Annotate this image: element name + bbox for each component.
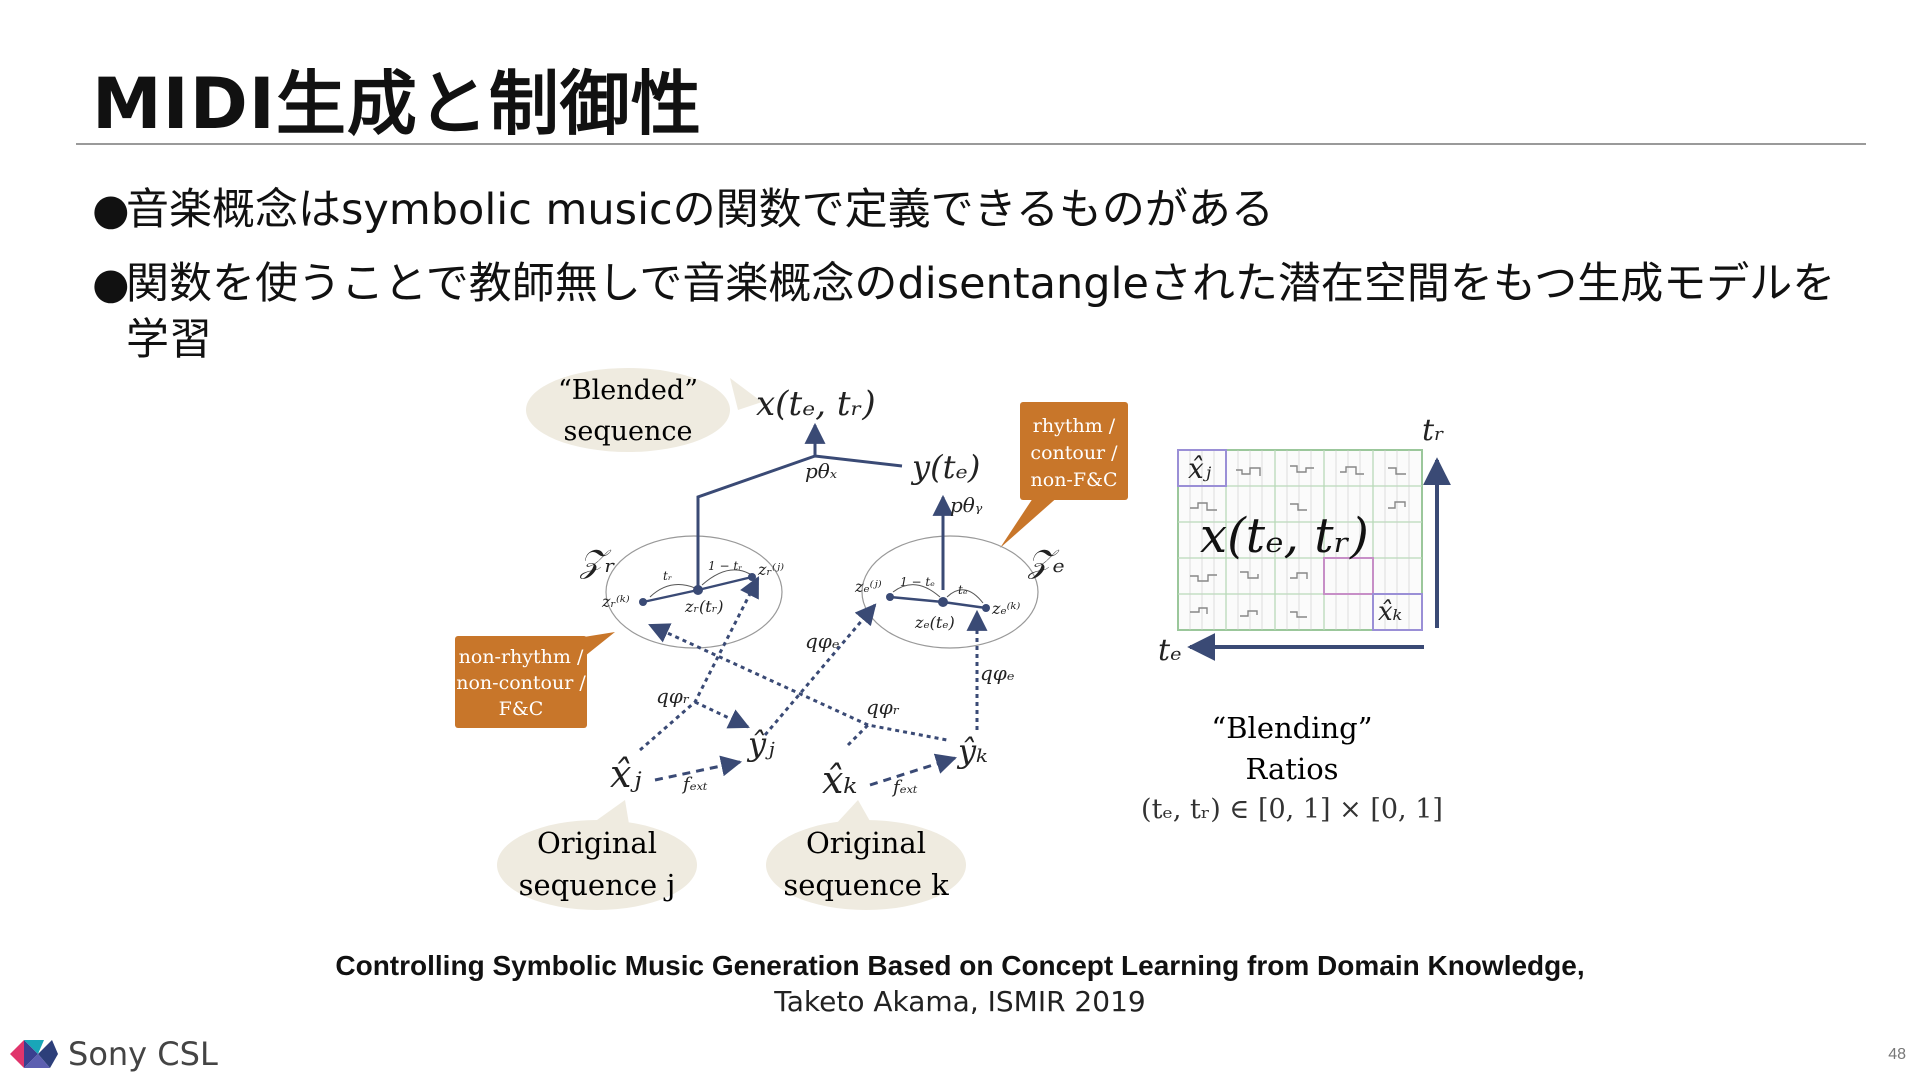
grid-tr-label: tᵣ bbox=[1422, 413, 1444, 448]
blending-line: Ratios bbox=[1245, 752, 1338, 786]
label-line: rhythm / bbox=[1033, 415, 1116, 437]
encoder-arrow bbox=[763, 603, 877, 736]
slide-title: MIDI生成と制御性 bbox=[92, 63, 702, 145]
math-ze-te: zₑ(tₑ) bbox=[914, 613, 955, 632]
latent-point bbox=[748, 573, 756, 581]
fext-arrow bbox=[654, 755, 743, 782]
label-line: non-contour / bbox=[456, 672, 586, 694]
math-q-phi-r: qφᵣ bbox=[656, 684, 690, 708]
fext-arrow bbox=[869, 753, 958, 787]
label-line: non-rhythm / bbox=[459, 646, 584, 668]
math-y-hat-k: ŷₖ bbox=[956, 732, 988, 770]
bubble-line: Original bbox=[537, 826, 657, 860]
math-te-small: tₑ bbox=[958, 583, 968, 597]
arc bbox=[892, 584, 941, 598]
latent-point bbox=[938, 597, 948, 607]
math-ze-j: zₑ⁽ʲ⁾ bbox=[854, 577, 882, 596]
bullet-list: ● 音楽概念はsymbolic musicの関数で定義できるものがある ● 関数… bbox=[92, 182, 1852, 386]
bubble-line: sequence bbox=[564, 416, 693, 447]
bullet-item: ● 音楽概念はsymbolic musicの関数で定義できるものがある bbox=[92, 182, 1852, 238]
arc bbox=[649, 584, 696, 598]
bubble-blended-sequence: “Blended” sequence bbox=[526, 368, 762, 452]
grid-x-label: x(tₑ, tᵣ) bbox=[1200, 508, 1369, 564]
bubble-line: sequence j bbox=[519, 868, 676, 902]
label-non-rhythm: non-rhythm / non-contour / F&C bbox=[455, 632, 615, 728]
logo-text: Sony CSL bbox=[68, 1035, 218, 1073]
arc bbox=[946, 589, 984, 604]
citation-author: Taketo Akama, ISMIR 2019 bbox=[774, 985, 1146, 1018]
latent-point bbox=[982, 604, 990, 612]
math-ze-k: zₑ⁽ᵏ⁾ bbox=[991, 599, 1020, 618]
blending-line: (tₑ, tᵣ) ∈ [0, 1] × [0, 1] bbox=[1141, 794, 1443, 825]
label-line: non-F&C bbox=[1031, 469, 1118, 491]
grid-x-hat-k: x̂ₖ bbox=[1378, 597, 1402, 627]
grid-x-hat-j: x̂ⱼ bbox=[1188, 452, 1212, 485]
math-one-minus-te: 1 − tₑ bbox=[900, 575, 935, 589]
bubble-original-k: Original sequence k bbox=[766, 800, 966, 910]
arc bbox=[701, 569, 751, 586]
latent-space-zr bbox=[605, 535, 783, 649]
math-tr-small: tᵣ bbox=[663, 569, 672, 583]
encoder-arrow bbox=[694, 700, 750, 729]
math-q-phi-e: qφₑ bbox=[805, 629, 840, 653]
label-line: F&C bbox=[499, 698, 544, 720]
sony-csl-mark-icon bbox=[10, 1040, 58, 1068]
page-number: 48 bbox=[1888, 1046, 1906, 1063]
math-x-hat-k: x̂ₖ bbox=[822, 758, 857, 802]
grid-te-label: tₑ bbox=[1158, 633, 1182, 668]
math-x: x(tₑ, tᵣ) bbox=[756, 384, 876, 424]
math-y-hat-j: ŷⱼ bbox=[746, 725, 775, 763]
bullet-text: 関数を使うことで教師無しで音楽概念のdisentangleされた潜在空間をもつ生… bbox=[126, 259, 1836, 365]
ze-interp-line bbox=[889, 595, 987, 610]
math-x-hat-j: x̂ⱼ bbox=[610, 752, 641, 796]
bubble-line: sequence k bbox=[783, 868, 949, 902]
math-one-minus-tr: 1 − tᵣ bbox=[708, 559, 742, 573]
math-p-theta-y: pθᵧ bbox=[950, 493, 983, 517]
math-q-phi-r: qφᵣ bbox=[866, 695, 900, 719]
bullet-dot: ● bbox=[92, 259, 130, 309]
math-zr-space: 𝒵ᵣ bbox=[579, 542, 615, 580]
label-rhythm-contour: rhythm / contour / non-F&C bbox=[1000, 402, 1128, 548]
math-q-phi-e: qφₑ bbox=[980, 661, 1015, 685]
label-line: contour / bbox=[1030, 442, 1118, 464]
bubble-line: Original bbox=[806, 826, 926, 860]
math-y: y(tₑ) bbox=[910, 448, 980, 486]
latent-point bbox=[693, 585, 703, 595]
latent-point bbox=[639, 598, 647, 606]
bullet-text: 音楽概念はsymbolic musicの関数で定義できるものがある bbox=[126, 185, 1274, 235]
math-zr-j: zᵣ⁽ʲ⁾ bbox=[757, 560, 784, 579]
latent-space-ze bbox=[861, 535, 1039, 649]
math-zr-tr: zᵣ(tᵣ) bbox=[684, 597, 723, 616]
title-divider bbox=[76, 143, 1866, 145]
math-f-ext: fₑₓₜ bbox=[891, 777, 918, 798]
math-ze-space: 𝒵ₑ bbox=[1027, 542, 1065, 580]
blending-grid bbox=[1177, 449, 1423, 631]
bubble-line: “Blended” bbox=[558, 375, 698, 406]
math-zr-k: zᵣ⁽ᵏ⁾ bbox=[601, 592, 630, 611]
bullet-item: ● 関数を使うことで教師無しで音楽概念のdisentangleされた潜在空間をも… bbox=[92, 256, 1852, 368]
math-p-theta-x: pθₓ bbox=[805, 459, 837, 483]
blending-line: “Blending” bbox=[1211, 711, 1372, 745]
bubble-original-j: Original sequence j bbox=[497, 800, 697, 910]
decoder-path bbox=[696, 454, 903, 590]
citation-title: Controlling Symbolic Music Generation Ba… bbox=[335, 950, 1585, 981]
sony-csl-logo: Sony CSL bbox=[10, 1035, 218, 1073]
encoder-arrow bbox=[846, 723, 948, 747]
latent-point bbox=[886, 593, 894, 601]
blending-ratios-label: “Blending” Ratios (tₑ, tᵣ) ∈ [0, 1] × [0… bbox=[1141, 711, 1443, 825]
bullet-dot: ● bbox=[92, 185, 130, 235]
math-f-ext: fₑₓₜ bbox=[681, 774, 708, 795]
